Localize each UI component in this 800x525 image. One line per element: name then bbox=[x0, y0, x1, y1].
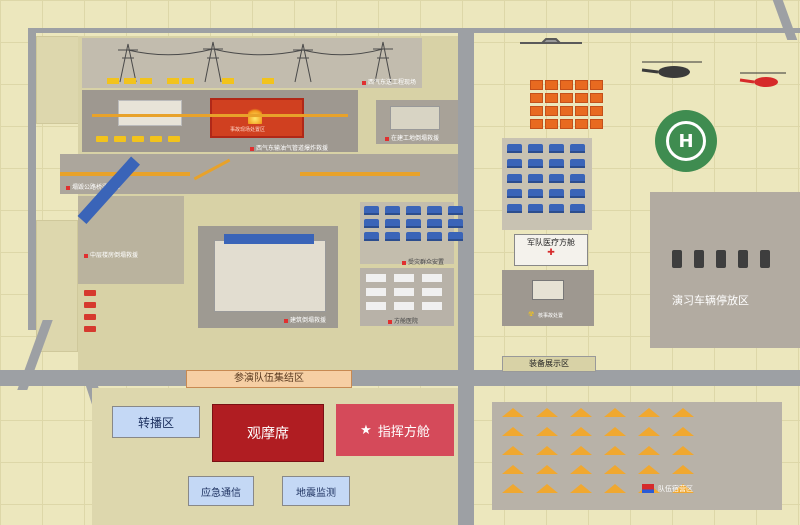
zone-high-rise-collapse[interactable] bbox=[77, 156, 184, 284]
collapsed-building bbox=[214, 240, 326, 312]
label-pipeline-site: 西气东送工程现场 bbox=[362, 77, 416, 86]
label-highway-bridge: 塌毁公路桥梁抢修 bbox=[66, 182, 120, 191]
medical-tent-grid bbox=[507, 144, 585, 213]
bridge-deck-collapsed bbox=[193, 158, 231, 181]
parked-vehicles bbox=[672, 250, 770, 268]
red-marker-icon bbox=[385, 136, 389, 141]
zone-power-line[interactable] bbox=[82, 38, 422, 88]
military-medical-sign[interactable]: 军队医疗方舱 ✚ bbox=[514, 234, 588, 266]
helipad-icon: H bbox=[666, 121, 706, 161]
label-building-collapse: 建筑倒塌救援 bbox=[284, 315, 326, 324]
zone-nuclear-disposal[interactable]: ☢ 核事故处置 bbox=[502, 270, 594, 326]
zone-vehicle-parking[interactable]: 演习车辆停放区 bbox=[650, 192, 800, 348]
zone-disaster-settlement[interactable] bbox=[360, 202, 463, 264]
blue-roof bbox=[224, 234, 314, 244]
red-marker-icon bbox=[388, 319, 392, 324]
red-marker-icon bbox=[402, 260, 406, 265]
vehicle-row bbox=[96, 136, 180, 142]
label-disaster-settlement: 受灾群众安置 bbox=[402, 257, 444, 266]
command-cabin-label: 指挥方舱 bbox=[377, 424, 430, 440]
road-vertical-center bbox=[458, 30, 474, 525]
command-cabin-button[interactable]: ★ 指挥方舱 bbox=[336, 404, 454, 456]
road-vertical-left bbox=[28, 30, 36, 330]
red-marker-icon bbox=[362, 80, 366, 85]
radiation-icon: ☢ bbox=[528, 310, 535, 318]
drone-icon bbox=[520, 36, 582, 48]
earthquake-monitor-button[interactable]: 地震监测 bbox=[282, 476, 350, 506]
fire-label: 事故现场处置区 bbox=[230, 127, 266, 133]
power-pylons-graphic bbox=[107, 41, 393, 84]
zone-military-medical[interactable] bbox=[502, 138, 592, 230]
red-marker-icon bbox=[284, 318, 288, 323]
explosion-area: 事故现场处置区 bbox=[210, 98, 304, 138]
broadcast-button[interactable]: 转播区 bbox=[112, 406, 200, 438]
nuclear-label: 核事故处置 bbox=[538, 313, 564, 319]
fire-truck-column bbox=[84, 290, 96, 332]
red-marker-icon bbox=[66, 185, 70, 190]
parking-label: 演习车辆停放区 bbox=[672, 294, 749, 307]
team-assembly-label[interactable]: 参演队伍集结区 bbox=[186, 370, 352, 388]
zone-construction-collapse[interactable] bbox=[376, 100, 458, 144]
container-icon bbox=[532, 280, 564, 300]
zone-building-collapse[interactable] bbox=[198, 226, 338, 328]
pipeline-bar bbox=[92, 114, 348, 117]
helipad[interactable]: H bbox=[655, 110, 717, 172]
helicopter-icon bbox=[640, 58, 704, 82]
collapsed-structure bbox=[390, 106, 440, 130]
bridge-deck-right bbox=[300, 172, 420, 176]
equipment-display-label[interactable]: 装备展示区 bbox=[502, 356, 596, 372]
star-icon: ★ bbox=[360, 422, 372, 438]
hospital-cabin-grid bbox=[366, 274, 442, 310]
zone-mobile-hospital[interactable] bbox=[360, 268, 454, 326]
zone-team-camp[interactable]: 队伍宿营区 bbox=[492, 402, 782, 510]
zone-pipeline-explosion[interactable]: 事故现场处置区 bbox=[82, 90, 358, 152]
road-top bbox=[28, 28, 800, 33]
red-marker-icon bbox=[250, 146, 254, 151]
label-high-rise: 中层楼房倒塌救援 bbox=[84, 250, 138, 259]
label-pipeline-explosion: 西气东输油气管道爆炸救援 bbox=[250, 143, 328, 152]
road-horizontal-main bbox=[0, 370, 800, 386]
rescue-tent bbox=[118, 100, 182, 126]
viewing-stand-button[interactable]: 观摩席 bbox=[212, 404, 324, 462]
camp-tent-grid bbox=[502, 408, 694, 493]
emergency-comms-button[interactable]: 应急通信 bbox=[188, 476, 254, 506]
rescue-helicopter-icon bbox=[738, 70, 788, 92]
military-medical-label: 军队医疗方舱 bbox=[527, 238, 575, 247]
blue-tent-grid bbox=[364, 206, 463, 241]
camp-flag-icon bbox=[642, 484, 654, 493]
camp-label: 队伍宿营区 bbox=[658, 485, 693, 493]
red-cross-icon: ✚ bbox=[547, 248, 555, 258]
label-mobile-hospital: 方舱医院 bbox=[388, 316, 418, 325]
red-marker-icon bbox=[84, 253, 88, 258]
supply-grid bbox=[530, 80, 603, 129]
label-construction-collapse: 在建工地倒塌救援 bbox=[385, 133, 439, 142]
